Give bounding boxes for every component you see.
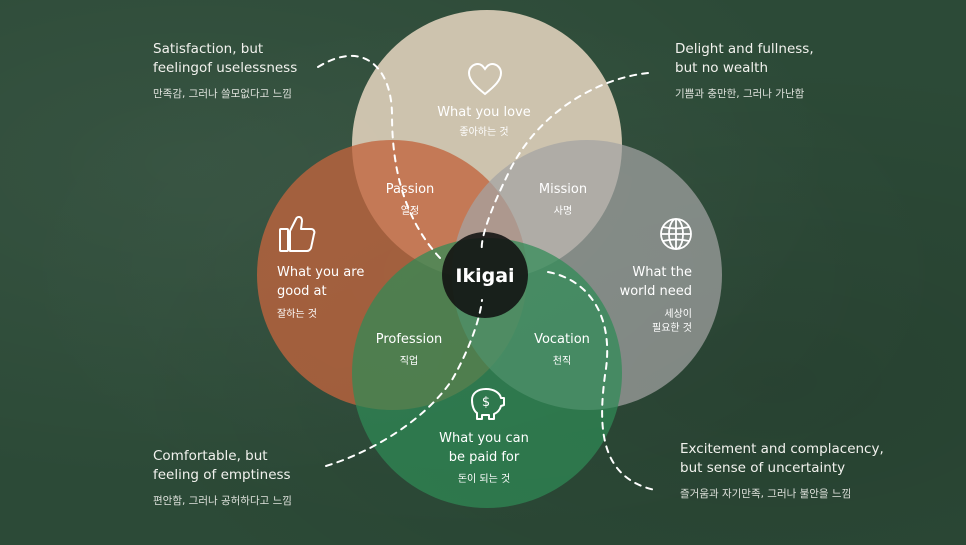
paid-label-en-2: be paid for	[449, 450, 520, 465]
passion-label-ko: 열정	[401, 205, 419, 217]
ikigai-center	[442, 232, 528, 318]
svg-text:$: $	[482, 395, 490, 410]
annotation-top-left: Satisfaction, but feelingof uselessness …	[153, 40, 297, 101]
circle-what-you-can-be-paid-for	[352, 238, 622, 508]
dashed-curve-top-right	[480, 72, 649, 251]
piggy-bank-icon: $	[471, 388, 505, 420]
annotation-top-left-line1: Satisfaction, but	[153, 41, 264, 57]
vocation-label-en: Vocation	[534, 332, 590, 347]
dashed-curve-bottom-left	[325, 299, 483, 467]
world-label-en-1: What the	[632, 265, 692, 280]
world-label-ko-2: 필요한 것	[652, 322, 692, 334]
ikigai-label: Ikigai	[455, 265, 514, 287]
annotation-top-right: Delight and fullness, but no wealth 기쁨과 …	[675, 40, 814, 101]
profession-label-en: Profession	[376, 332, 443, 347]
annotation-bottom-right-line2: but sense of uncertainty	[680, 460, 846, 476]
annotation-bottom-right-ko: 즐거움과 자기만족, 그러나 불안을 느낌	[680, 488, 852, 500]
dashed-curve-top-left	[317, 54, 441, 259]
love-label-en: What you love	[437, 105, 531, 120]
heart-icon	[467, 62, 503, 96]
vocation-label-ko: 천직	[553, 355, 571, 367]
annotation-top-left-line2: feelingof uselessness	[153, 60, 298, 76]
world-label-ko-1: 세상이	[664, 308, 692, 320]
good-label-ko: 잘하는 것	[277, 307, 317, 320]
passion-label-en: Passion	[386, 182, 435, 197]
annotation-top-right-line2: but no wealth	[675, 60, 769, 76]
annotation-bottom-right-line1: Excitement and complacency,	[680, 441, 884, 457]
annotation-top-right-line1: Delight and fullness,	[675, 41, 814, 57]
paid-label-en-1: What you can	[439, 431, 529, 446]
globe-icon	[660, 218, 692, 250]
mission-label-en: Mission	[539, 182, 587, 197]
good-label-en-2: good at	[277, 284, 327, 299]
good-label-en-1: What you are	[277, 265, 364, 280]
world-label-en-2: world need	[620, 284, 692, 299]
annotation-bottom-left-line2: feeling of emptiness	[153, 467, 291, 483]
paid-label-ko: 돈이 되는 것	[458, 473, 510, 485]
love-label-ko: 좋아하는 것	[459, 125, 508, 138]
thumbs-up-icon	[279, 215, 316, 252]
annotation-bottom-left-line1: Comfortable, but	[153, 448, 268, 464]
annotation-top-left-ko: 만족감, 그러나 쓸모없다고 느낌	[153, 88, 292, 100]
dashed-curve-bottom-right	[547, 271, 656, 491]
annotation-bottom-left-ko: 편안함, 그러나 공허하다고 느낌	[153, 495, 292, 507]
annotation-bottom-left: Comfortable, but feeling of emptiness 편안…	[153, 447, 292, 508]
annotation-bottom-right: Excitement and complacency, but sense of…	[680, 440, 884, 501]
annotation-top-right-ko: 기쁨과 충만한, 그러나 가난함	[675, 88, 805, 100]
mission-label-ko: 사명	[554, 205, 572, 217]
profession-label-ko: 직업	[400, 354, 418, 367]
